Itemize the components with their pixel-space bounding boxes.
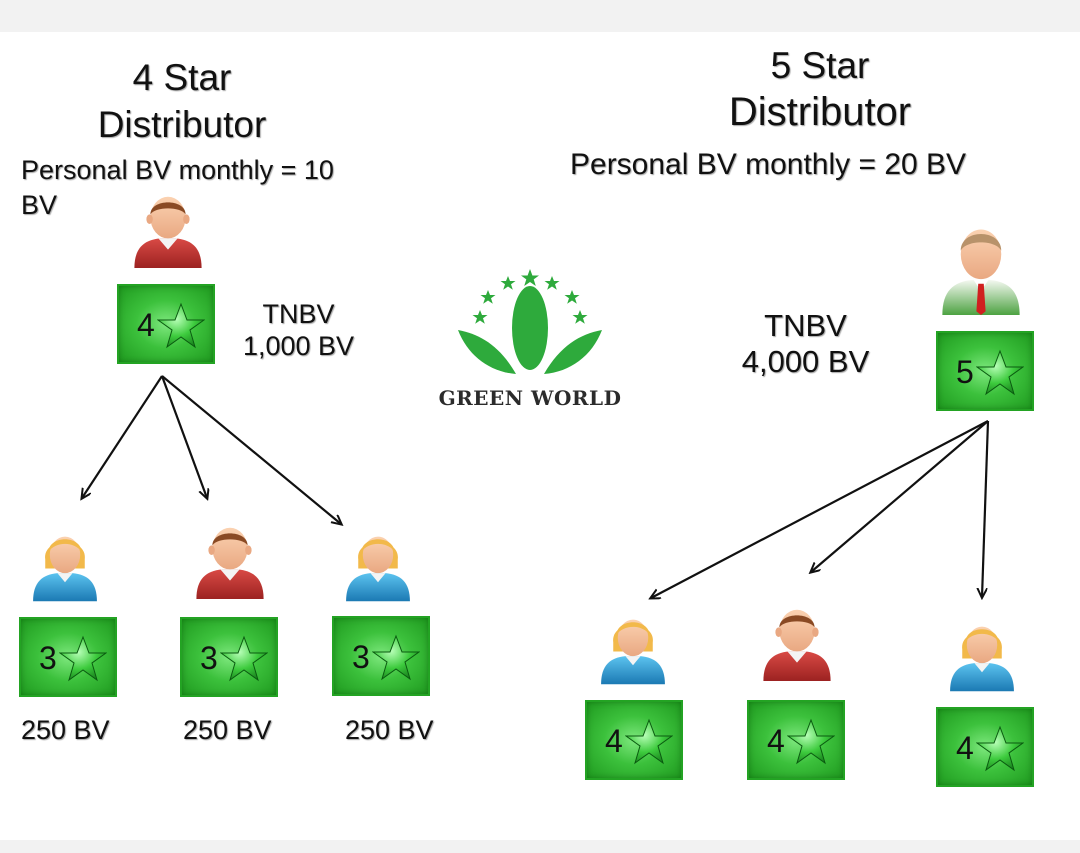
arrow-right-2 [811, 420, 989, 572]
logo-text: GREEN WORLD [438, 386, 622, 410]
right-root-rank-badge: 5 [936, 331, 1034, 411]
right-child-3-avatar [950, 626, 1014, 692]
arrow-left-1 [82, 375, 163, 498]
right-root-avatar-male-green [942, 229, 1020, 315]
right-child-1-rank-badge: 4 [585, 700, 683, 780]
left-child-2-avatar [196, 527, 264, 599]
right-title: 5 Star Distributor [728, 45, 912, 134]
left-personal-bv: Personal BV monthly = 10 [21, 155, 334, 185]
left-title: 4 Star Distributor [97, 57, 267, 145]
star-icon [625, 719, 673, 764]
right-child-2-rank-badge: 4 [747, 700, 845, 780]
left-root-rank: 4 [137, 307, 155, 343]
star-icon [59, 636, 107, 681]
left-child-3-rank: 3 [352, 639, 370, 675]
star-icon [787, 719, 835, 764]
left-child-2-bv: 250 BV [183, 715, 272, 745]
right-tnbv: TNBV 4,000 BV [741, 308, 870, 379]
arrow-right-3 [982, 420, 990, 597]
arrow-left-3 [161, 375, 341, 524]
arrow-right-1 [651, 420, 989, 598]
right-personal-bv: Personal BV monthly = 20 BV [570, 148, 967, 181]
star-icon [220, 636, 268, 681]
left-personal-bv-unit: BV [21, 190, 58, 220]
right-child-3-rank: 4 [956, 730, 974, 766]
diagram-canvas [0, 32, 1080, 840]
right-child-1-rank: 4 [605, 723, 623, 759]
star-icon [157, 303, 205, 348]
left-root-avatar-male-red [134, 196, 202, 268]
right-child-1-avatar [601, 619, 665, 685]
left-child-1-bv: 250 BV [21, 715, 110, 745]
star-icon [372, 635, 420, 680]
left-tnbv: TNBV 1,000 BV [242, 299, 355, 361]
star-icon [976, 350, 1024, 395]
left-child-3-bv: 250 BV [345, 715, 434, 745]
right-child-3-rank-badge: 4 [936, 707, 1034, 787]
left-child-1-avatar [33, 536, 97, 602]
right-child-2-rank: 4 [767, 723, 785, 759]
star-icon [976, 726, 1024, 771]
left-child-1-rank: 3 [39, 640, 57, 676]
left-child-2-rank-badge: 3 [180, 617, 278, 697]
left-child-2-rank: 3 [200, 640, 218, 676]
left-child-3-avatar [346, 536, 410, 602]
leaf-stars-icon [458, 269, 602, 374]
left-child-1-rank-badge: 3 [19, 617, 117, 697]
arrow-left-2 [160, 375, 207, 498]
left-child-3-rank-badge: 3 [332, 616, 430, 696]
right-child-2-avatar [763, 609, 831, 681]
green-world-logo: GREEN WORLD [420, 266, 640, 416]
right-root-rank: 5 [956, 354, 974, 390]
left-root-rank-badge: 4 [117, 284, 215, 364]
